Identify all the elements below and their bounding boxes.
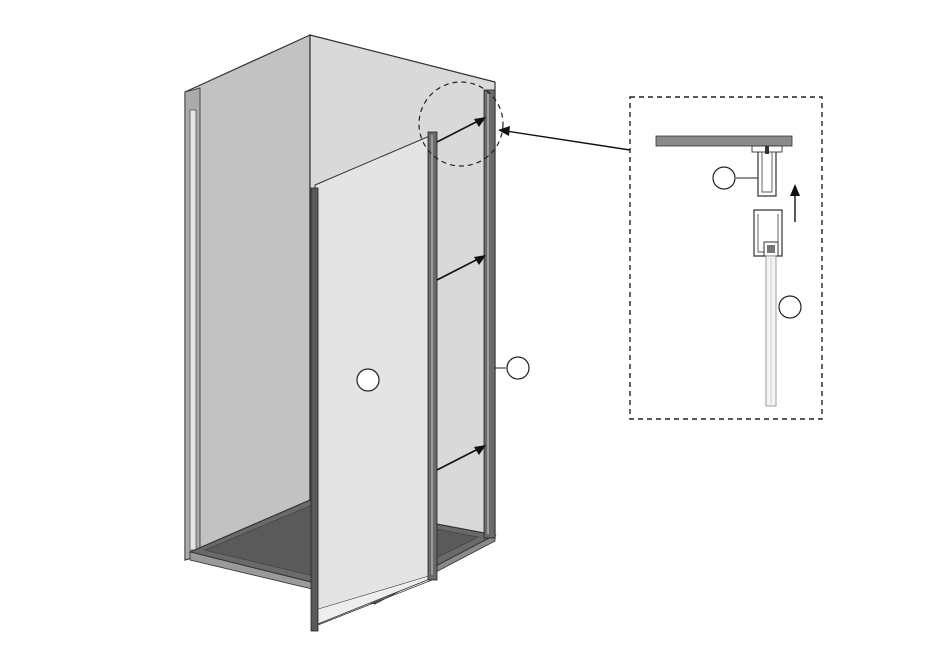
- wall-profile-highlight: [487, 94, 489, 534]
- callout-circle-icon: [507, 357, 529, 379]
- shower-enclosure: [185, 35, 529, 631]
- glass-edge: [766, 256, 776, 406]
- left-wall: [185, 35, 310, 560]
- callout-circle-icon: [713, 167, 735, 189]
- callout-circle-icon: [779, 296, 801, 318]
- detail-inset: [630, 97, 822, 419]
- wall-profile: [484, 90, 495, 538]
- arrow-icon: [498, 126, 630, 150]
- ceiling-bar: [656, 136, 792, 146]
- middle-profile-highlight: [431, 135, 433, 575]
- lower-profile: [754, 210, 782, 256]
- panel-left-profile: [311, 188, 318, 631]
- callout-circle-icon: [357, 369, 379, 391]
- left-wall-profile: [190, 110, 196, 550]
